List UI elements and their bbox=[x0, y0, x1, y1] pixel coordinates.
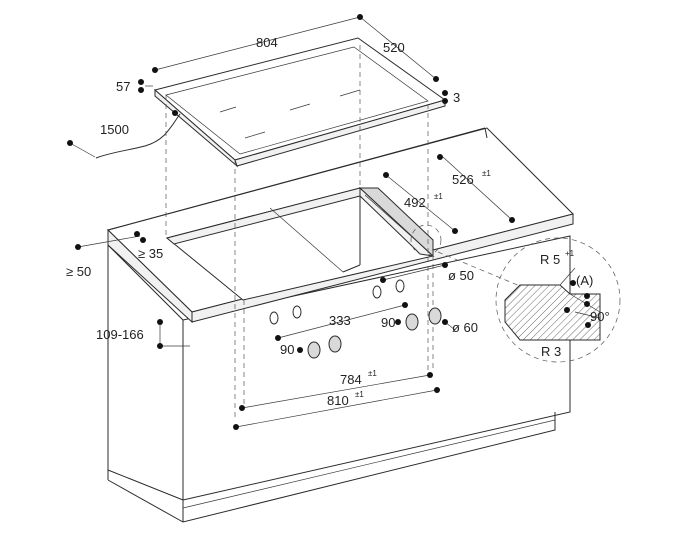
dimension-markers bbox=[67, 14, 515, 430]
label-cutout-depth-outer-tol: ±1 bbox=[482, 169, 491, 178]
label-cutout-width-inner-tol: ±1 bbox=[368, 369, 377, 378]
dimension-lines bbox=[69, 16, 513, 428]
label-cutout-depth-inner-tol: ±1 bbox=[434, 192, 443, 201]
label-edge-clearance: ≥ 35 bbox=[138, 246, 163, 261]
control-knobs bbox=[269, 279, 442, 359]
label-cutout-width-outer: 810 bbox=[327, 393, 349, 408]
cabinet bbox=[107, 127, 574, 523]
label-cutout-depth-inner: 492 bbox=[404, 195, 426, 210]
label-cooktop-height: 57 bbox=[116, 79, 130, 94]
label-detail-radius-top-tol: +1 bbox=[565, 249, 575, 258]
cooktop bbox=[153, 37, 447, 168]
label-detail-marker: (A) bbox=[576, 273, 593, 288]
label-knob-diameter: ø 60 bbox=[452, 320, 478, 335]
label-detail-radius-top: R 5 bbox=[540, 252, 560, 267]
label-knob-hole-diameter: ø 50 bbox=[448, 268, 474, 283]
label-cutout-width-outer-tol: ±1 bbox=[355, 390, 364, 399]
label-knob-height-right: 90 bbox=[381, 315, 395, 330]
label-cooktop-width: 804 bbox=[256, 35, 278, 50]
edge-detail bbox=[410, 224, 621, 363]
label-detail-radius-bottom: R 3 bbox=[541, 344, 561, 359]
label-cooktop-thickness: 3 bbox=[453, 90, 460, 105]
labels: 804 520 57 3 1500 526 ±1 492 ±1 ≥ 35 ≥ 5… bbox=[66, 35, 610, 408]
label-worktop-thickness: 109-166 bbox=[96, 327, 144, 342]
label-cutout-width-inner: 784 bbox=[340, 372, 362, 387]
label-cooktop-depth: 520 bbox=[383, 40, 405, 55]
label-cutout-depth-outer: 526 bbox=[452, 172, 474, 187]
label-cable-length: 1500 bbox=[100, 122, 129, 137]
power-cable bbox=[95, 113, 181, 159]
label-detail-angle: 90° bbox=[590, 309, 610, 324]
label-knob-height-left: 90 bbox=[280, 342, 294, 357]
label-knob-spacing: 333 bbox=[329, 313, 351, 328]
label-wall-clearance: ≥ 50 bbox=[66, 264, 91, 279]
